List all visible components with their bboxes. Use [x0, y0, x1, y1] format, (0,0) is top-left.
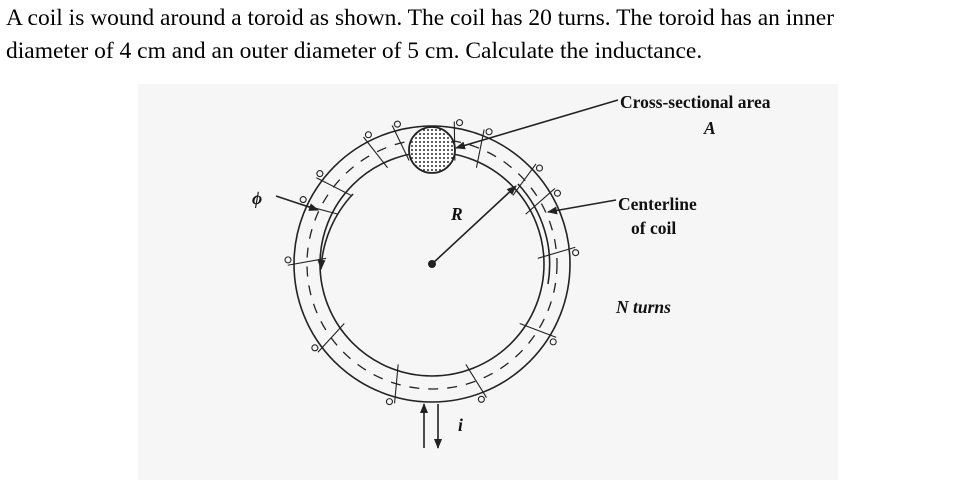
toroid-figure: Cross-sectional area A Centerline of coi…	[138, 84, 838, 480]
cross-section-circle	[408, 126, 456, 174]
winding-loop	[553, 189, 562, 197]
winding-loop	[299, 196, 307, 204]
centerline-circle	[306, 138, 558, 390]
winding-loop	[311, 344, 319, 352]
flux-arc-left	[317, 193, 354, 270]
winding-turn	[537, 246, 576, 259]
centerline-leader	[547, 199, 617, 215]
winding-loop	[485, 128, 493, 136]
winding-loop	[364, 131, 372, 139]
winding-turn	[453, 121, 456, 161]
winding-loop	[456, 119, 464, 127]
problem-line-1: A coil is wound around a toroid as shown…	[6, 5, 835, 31]
flux-arc	[517, 183, 551, 285]
flux-label: ϕ	[252, 188, 262, 208]
of-coil-label: of coil	[631, 218, 676, 238]
radius-label: R	[450, 204, 463, 224]
problem-line-2: diameter of 4 cm and an outer diameter o…	[6, 38, 703, 64]
cross-section-label: Cross-sectional area	[620, 92, 771, 112]
winding-loop	[284, 256, 292, 264]
problem-statement: A coil is wound around a toroid as shown…	[6, 2, 961, 68]
winding-loop	[316, 170, 324, 178]
winding-loop	[572, 249, 580, 257]
flux-leader	[275, 195, 319, 211]
turns-label: N turns	[615, 297, 671, 317]
winding-loop	[393, 120, 401, 128]
winding-turn	[316, 177, 352, 196]
coil-windings	[284, 119, 580, 406]
winding-turn	[475, 129, 485, 168]
toroid-diagram: Cross-sectional area A Centerline of coi…	[252, 92, 771, 449]
winding-turn	[363, 136, 389, 169]
winding-turn	[391, 125, 410, 161]
winding-turn	[519, 322, 557, 338]
winding-turn	[525, 188, 556, 215]
winding-turn	[287, 257, 327, 266]
winding-loop	[477, 395, 485, 403]
winding-turn	[317, 323, 345, 353]
winding-loop	[549, 338, 557, 346]
winding-loop	[535, 164, 544, 172]
winding-turn	[465, 364, 487, 398]
cross-section-leader	[455, 99, 619, 150]
current-label: i	[458, 415, 463, 435]
centerline-label: Centerline	[618, 194, 697, 214]
radius-arrow	[431, 185, 517, 265]
winding-turn	[394, 364, 399, 404]
area-symbol-label: A	[703, 118, 716, 138]
winding-loop	[385, 398, 393, 406]
